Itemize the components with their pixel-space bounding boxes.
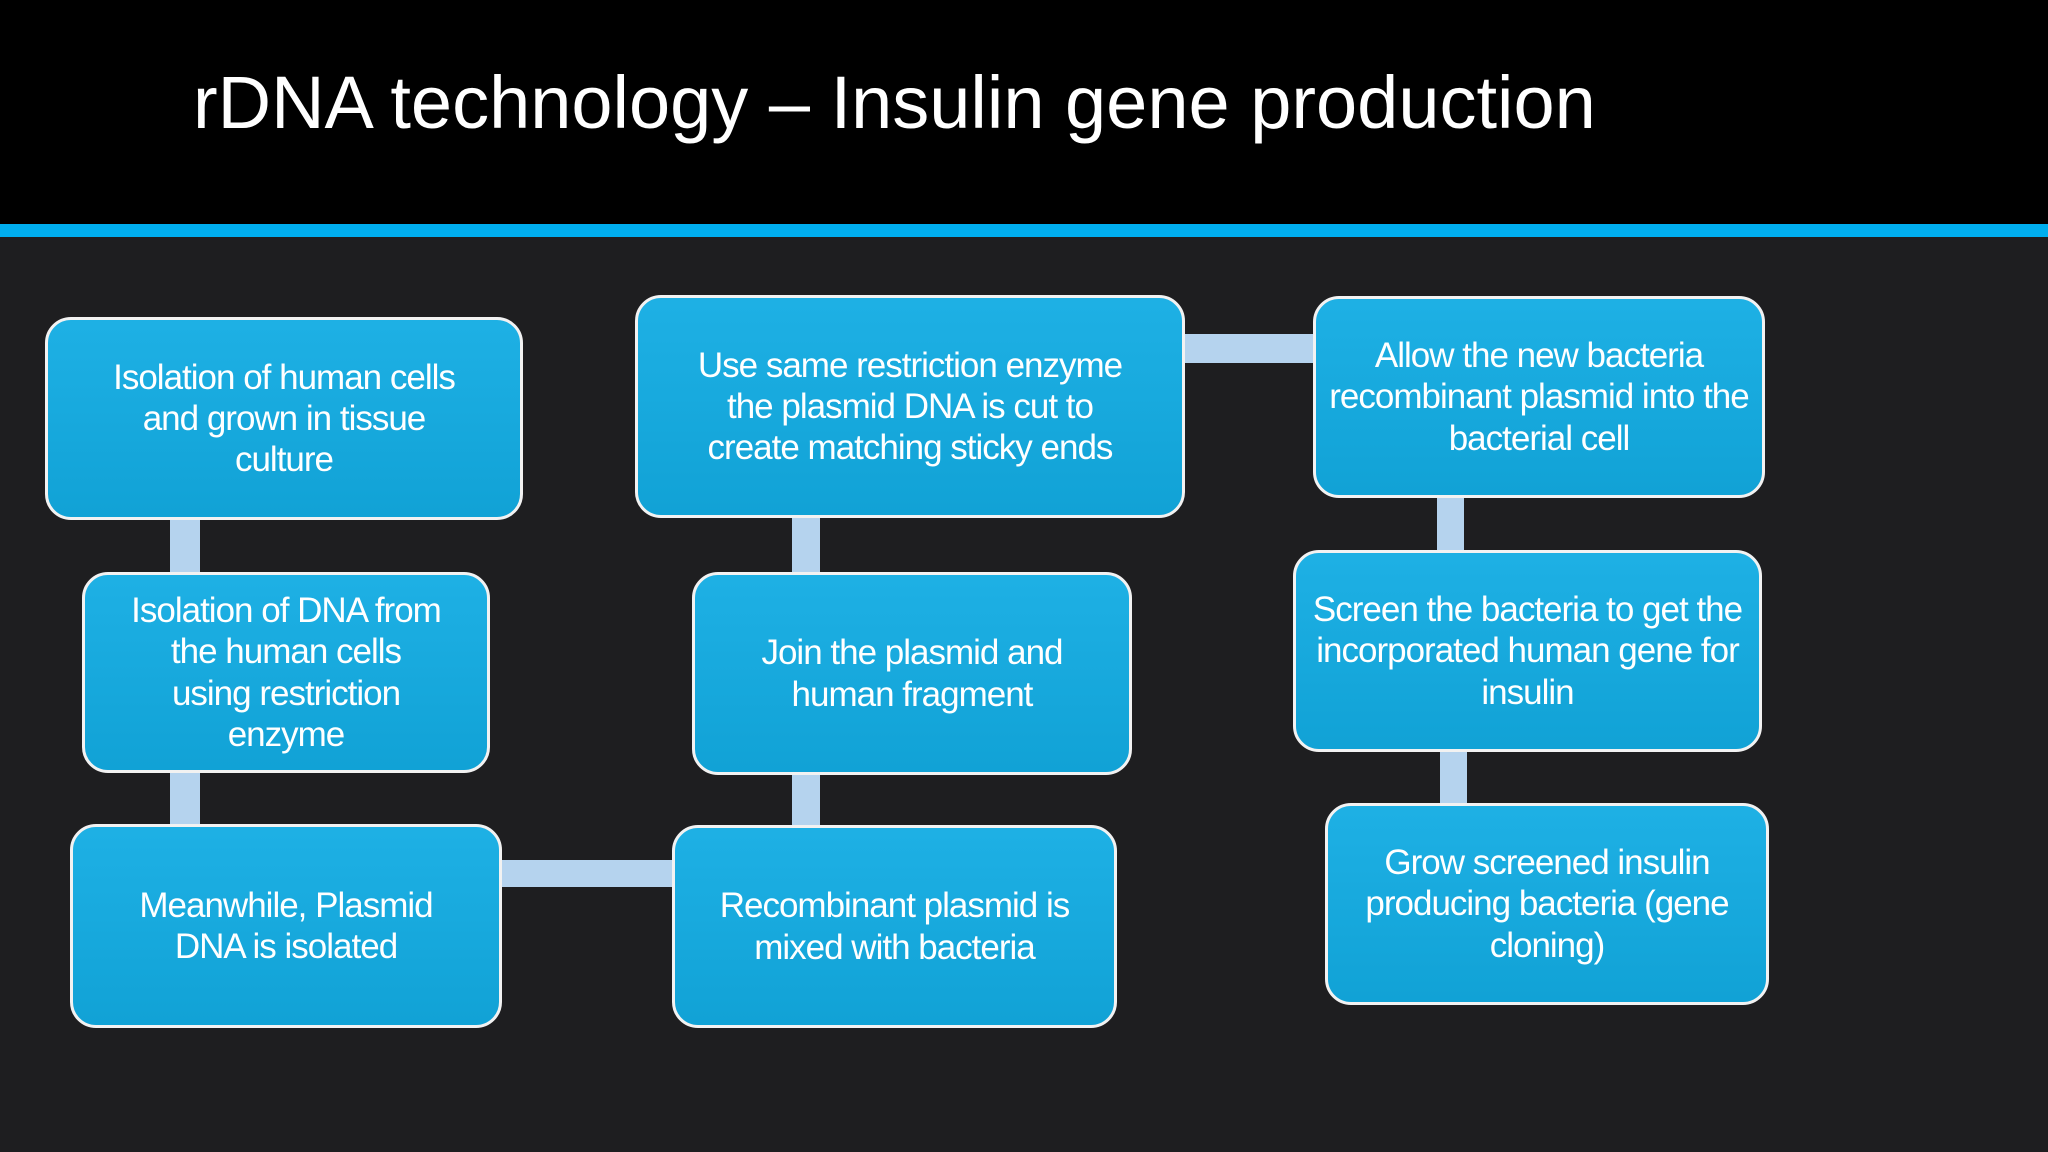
flow-box-label: Screen the bacteria to get the incorpora… [1312, 590, 1743, 712]
flow-box-screen-bacteria: Screen the bacteria to get the incorpora… [1293, 550, 1762, 752]
flow-box-label: Recombinant plasmid is mixed with bacter… [719, 886, 1071, 967]
flow-box-grow-bacteria: Grow screened insulin producing bacteria… [1325, 803, 1769, 1005]
flow-box-cut-plasmid: Use same restriction enzyme the plasmid … [635, 295, 1185, 518]
connector-isolate-dna-to-isolate-plasmid [170, 765, 200, 832]
connector-cut-plasmid-to-join-fragments [792, 510, 820, 580]
flow-box-join-fragments: Join the plasmid and human fragment [692, 572, 1132, 775]
title-divider-bar [0, 224, 2048, 237]
connector-cut-plasmid-to-transform-bacteria [1177, 334, 1322, 363]
flow-box-label: Join the plasmid and human fragment [761, 633, 1063, 714]
flow-box-isolate-dna: Isolation of DNA from the human cells us… [82, 572, 490, 773]
connector-screen-bacteria-to-grow-bacteria [1440, 744, 1467, 811]
connector-isolate-cells-to-isolate-dna [170, 512, 200, 580]
page-title: rDNA technology – Insulin gene productio… [193, 61, 1596, 144]
flow-box-label: Isolation of human cells and grown in ti… [113, 357, 456, 480]
flow-box-label: Use same restriction enzyme the plasmid … [697, 345, 1123, 468]
connector-join-fragments-to-mix-bacteria [792, 767, 820, 833]
flow-box-isolate-plasmid: Meanwhile, Plasmid DNA is isolated [70, 824, 502, 1028]
flow-box-label: Meanwhile, Plasmid DNA is isolated [139, 885, 433, 966]
flow-box-label: Isolation of DNA from the human cells us… [131, 590, 442, 754]
flow-box-transform-bacteria: Allow the new bacteria recombinant plasm… [1313, 296, 1765, 498]
flow-box-label: Grow screened insulin producing bacteria… [1365, 843, 1729, 965]
header-band [0, 0, 2048, 224]
flow-box-mix-with-bacteria: Recombinant plasmid is mixed with bacter… [672, 825, 1117, 1028]
flow-box-isolate-human-cells: Isolation of human cells and grown in ti… [45, 317, 523, 520]
connector-transform-bacteria-to-screen-bacteria [1437, 490, 1464, 558]
connector-isolate-plasmid-to-mix-bacteria [494, 860, 682, 887]
flow-box-label: Allow the new bacteria recombinant plasm… [1329, 336, 1749, 458]
